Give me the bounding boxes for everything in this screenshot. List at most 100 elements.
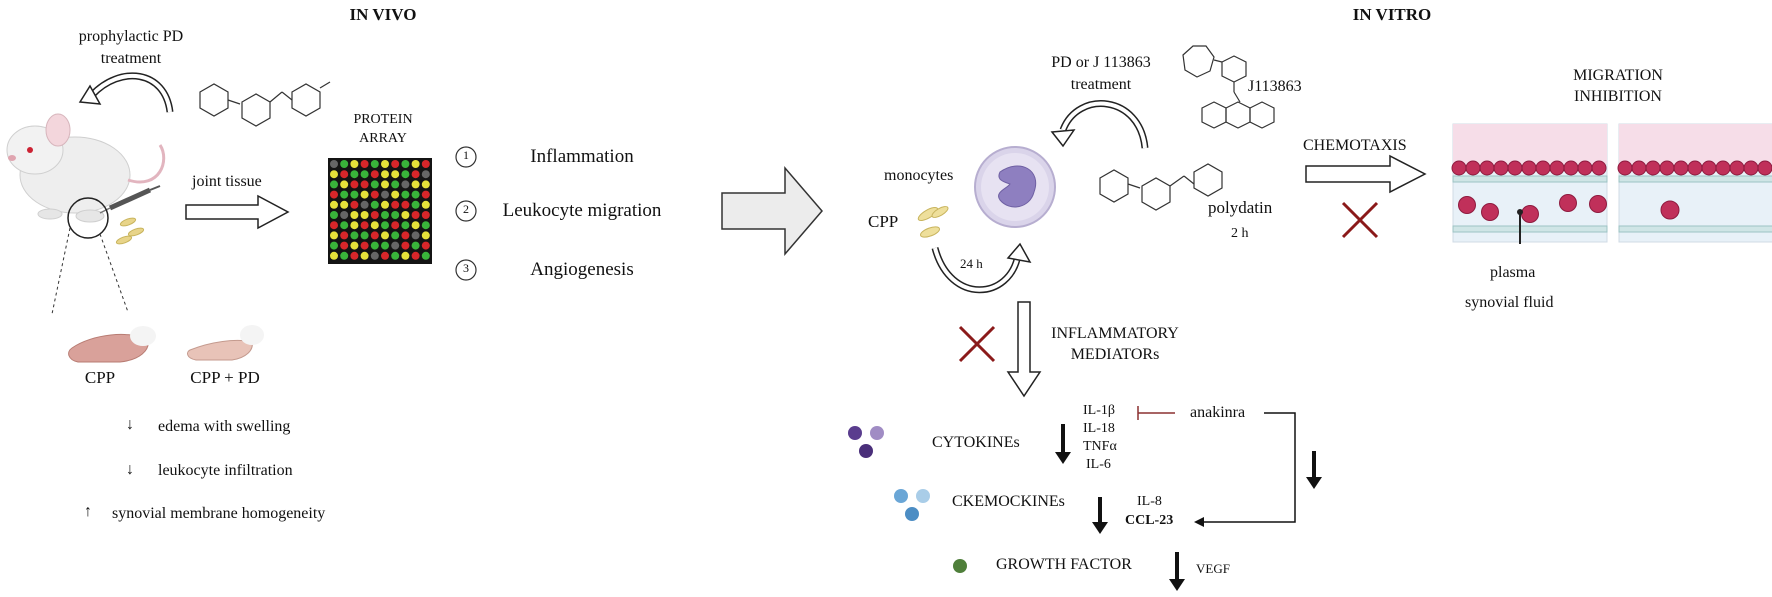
array-spot — [381, 241, 389, 250]
growth-factor-down-arrow — [1169, 552, 1185, 591]
array-spot — [360, 221, 369, 230]
array-spot — [421, 211, 430, 219]
vegf-label: VEGF — [1196, 561, 1230, 576]
cpp-crystals-icon — [115, 217, 145, 245]
array-spot — [370, 211, 379, 219]
array-spot — [391, 180, 400, 189]
array-spot — [370, 170, 379, 179]
array-spot — [360, 170, 369, 179]
chemotaxis-inhibition-cross — [1341, 201, 1379, 239]
migrating-cell — [1481, 203, 1499, 221]
array-spot — [401, 200, 410, 209]
migrating-cell — [1757, 160, 1772, 176]
cytokine-il6: IL-6 — [1086, 457, 1111, 472]
array-spot — [401, 221, 410, 230]
transwell-panel-treated — [1617, 123, 1772, 243]
array-spot — [421, 251, 430, 260]
plasma-label: plasma — [1490, 264, 1536, 281]
migrating-cell — [1673, 160, 1689, 176]
array-spot — [391, 241, 400, 250]
j113863-structure-icon — [1182, 45, 1275, 129]
joint-tissue-label: joint tissue — [192, 173, 262, 190]
array-spot — [360, 251, 369, 260]
effect-3-arrow: ↑ — [84, 503, 92, 520]
monocytes-label: monocytes — [884, 167, 954, 184]
anakinra-effect-down-arrow — [1306, 451, 1322, 489]
array-spot — [360, 211, 369, 219]
effect-leukocyte-infiltration: leukocyte infiltration — [158, 462, 293, 479]
array-spot — [330, 221, 338, 230]
array-spot — [330, 251, 338, 260]
mediators-down-arrow — [1006, 301, 1042, 398]
array-spot — [401, 231, 410, 240]
array-spot — [411, 190, 420, 199]
migrating-cell — [1617, 160, 1633, 176]
pathway-1-number: 1 — [463, 148, 469, 162]
migrating-cell — [1521, 205, 1539, 223]
array-spot — [340, 231, 349, 240]
array-spot — [350, 180, 359, 189]
array-spot — [370, 231, 379, 240]
array-spot — [360, 241, 369, 250]
array-spot — [381, 221, 389, 230]
array-spot — [340, 221, 349, 230]
array-spot — [340, 160, 349, 168]
migrating-cell — [1701, 160, 1717, 176]
migrating-cell — [1479, 160, 1495, 176]
array-spot — [401, 190, 410, 199]
array-spot — [330, 160, 338, 168]
time-2h-label: 2 h — [1231, 226, 1249, 241]
array-spot — [360, 190, 369, 199]
array-spot — [421, 200, 430, 209]
monocyte-icon — [974, 146, 1056, 228]
polydatin-structure-vitro-icon — [1099, 163, 1223, 211]
paw-cpp-pd-label: CPP + PD — [190, 368, 260, 387]
array-spot — [421, 221, 430, 230]
joint-tissue-arrow — [185, 194, 290, 230]
array-spot — [391, 231, 400, 240]
array-spot — [401, 251, 410, 260]
migrating-cell — [1631, 160, 1647, 176]
array-spot — [401, 241, 410, 250]
array-spot — [391, 211, 400, 219]
cytokine-tnfa: TNFα — [1083, 439, 1117, 454]
array-spot — [391, 200, 400, 209]
array-spot — [391, 221, 400, 230]
migrating-cell — [1645, 160, 1661, 176]
array-spot — [370, 190, 379, 199]
migrating-cell — [1521, 160, 1537, 176]
synovial-fluid-label: synovial fluid — [1465, 294, 1554, 311]
chemokines-down-arrow — [1092, 497, 1108, 534]
cytokines-label: CYTOKINEs — [932, 434, 1020, 451]
transwell-panel-control — [1451, 123, 1608, 244]
array-spot — [350, 200, 359, 209]
array-spot — [421, 160, 430, 168]
treatment-label-line1: prophylactic PD — [78, 28, 184, 45]
array-spot — [381, 160, 389, 168]
paw-cpp-pd-icon — [187, 325, 264, 361]
array-spot — [330, 231, 338, 240]
migrating-cell — [1549, 160, 1565, 176]
array-spot — [401, 170, 410, 179]
array-spot — [421, 231, 430, 240]
migrating-cell — [1715, 160, 1731, 176]
polydatin-label: polydatin — [1208, 198, 1273, 217]
mouse-icon — [6, 113, 166, 223]
chemotaxis-label: CHEMOTAXIS — [1303, 137, 1407, 154]
migrating-cell — [1687, 160, 1703, 176]
array-spot — [370, 180, 379, 189]
growth-factor-label: GROWTH FACTOR — [996, 556, 1132, 573]
pathway-inflammation: Inflammation — [530, 146, 634, 167]
protein-array-icon — [328, 158, 432, 264]
array-spot — [370, 241, 379, 250]
pathway-2-number: 2 — [463, 202, 469, 216]
treatment-label-line2: treatment — [100, 50, 162, 67]
vitro-treatment-line1: PD or J 113863 — [1051, 54, 1151, 71]
array-spot — [350, 231, 359, 240]
cytokine-il1b: IL-1β — [1083, 403, 1115, 418]
array-spot — [391, 251, 400, 260]
migrating-cell — [1659, 160, 1675, 176]
array-spot — [401, 160, 410, 168]
array-spot — [330, 200, 338, 209]
cytokines-down-arrow — [1055, 424, 1071, 464]
